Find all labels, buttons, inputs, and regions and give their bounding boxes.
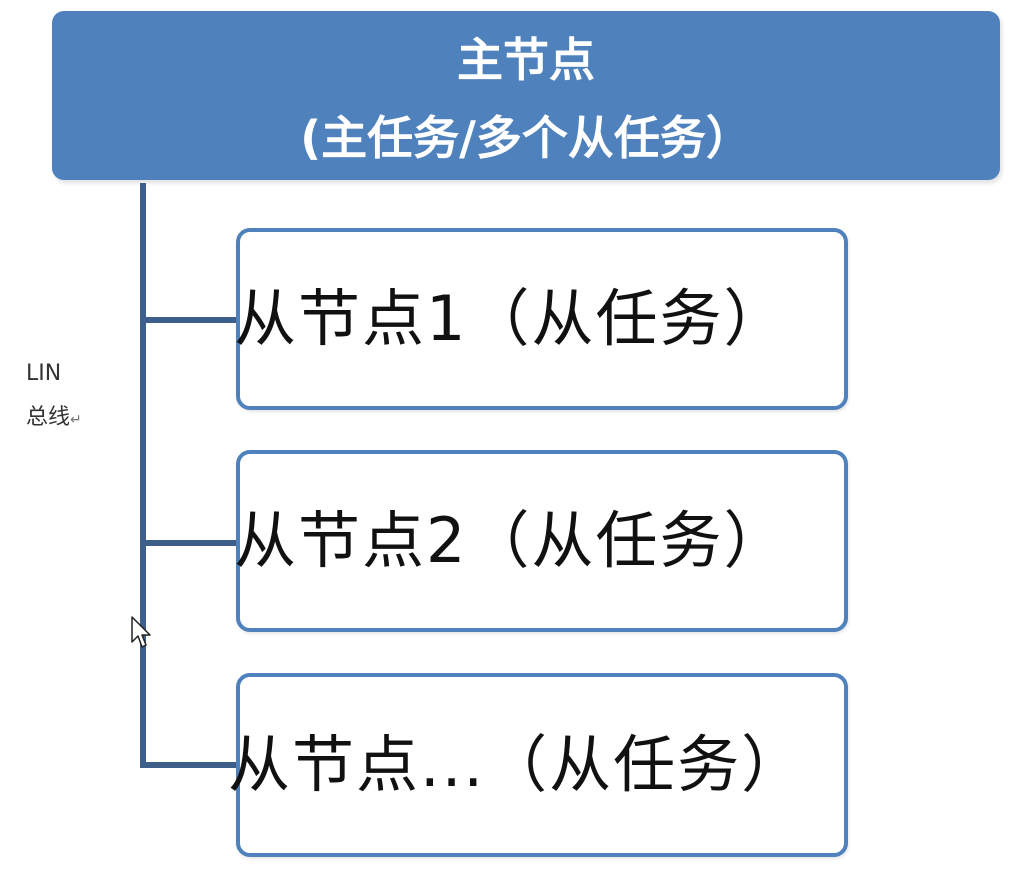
master-node-title: 主节点 [457,33,595,87]
slave-node-label: 从节点2（从任务） [234,504,788,577]
slave-node-label: 从节点...（从任务） [228,728,806,801]
mouse-pointer-icon [131,616,151,648]
paragraph-mark-icon: ↵ [70,412,82,428]
lin-bus-line [140,183,146,768]
bus-branch-1 [140,317,240,323]
master-node-box: 主节点 (主任务/多个从任务） [52,11,1000,180]
bus-label: LIN 总线↵ [26,352,82,442]
bus-label-line2: 总线 [26,405,71,430]
bus-label-line2-wrap: 总线↵ [26,396,82,442]
bus-branch-2 [140,540,240,546]
slave-node-3: 从节点...（从任务） [228,673,848,857]
slave-node-label: 从节点1（从任务） [234,282,788,355]
slave-node-2: 从节点2（从任务） [234,450,848,632]
master-node-subtitle: (主任务/多个从任务） [300,111,752,165]
bus-branch-3 [140,762,240,768]
slave-node-1: 从节点1（从任务） [234,228,848,410]
bus-label-line1: LIN [26,361,62,386]
